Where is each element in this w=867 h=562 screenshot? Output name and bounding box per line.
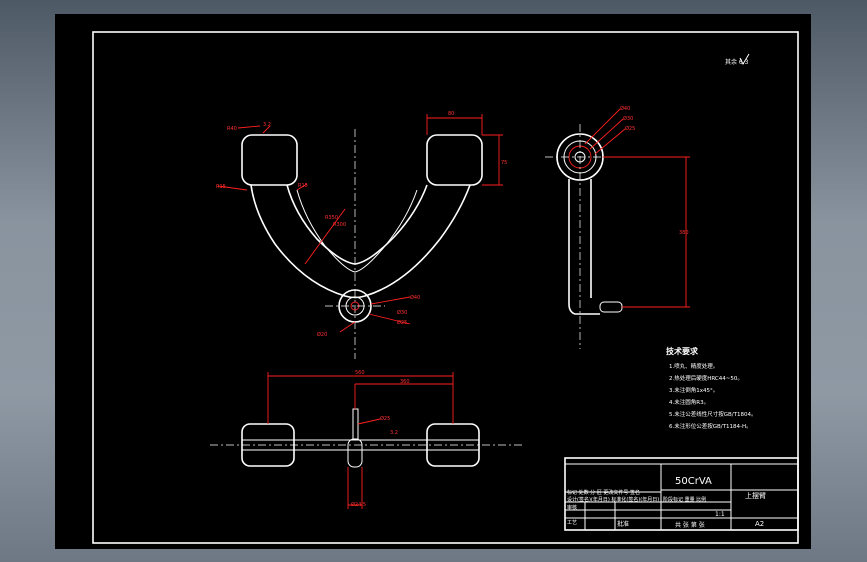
boss-leaders xyxy=(339,296,411,333)
material-label: 50CrVA xyxy=(675,476,712,487)
pin-leader xyxy=(357,418,381,425)
side-boss2-label: Ø30 xyxy=(623,115,633,122)
tb-row4: 工艺 xyxy=(567,520,577,526)
top-pin xyxy=(352,408,359,440)
tb-scale: 1:1 xyxy=(715,511,725,518)
fillet-leader xyxy=(217,183,308,191)
side-height-label: 380 xyxy=(679,230,689,236)
tb-stage: 阶段标记 重量 比例 xyxy=(663,496,706,503)
arm-inner xyxy=(286,184,428,265)
right-pad xyxy=(426,134,483,186)
side-view: Ø40 Ø30 Ø25 380 xyxy=(545,105,690,349)
tech-item-2: 2.热处理后硬度HRC44~50。 xyxy=(669,374,743,382)
inner-width-label: 360 xyxy=(400,379,410,385)
shaft-dia-label: Ø20 xyxy=(317,331,327,338)
inner-border xyxy=(92,31,799,544)
pad-radius-leader xyxy=(237,125,271,134)
tech-item-1: 1.喷丸、精度处理。 xyxy=(669,362,718,370)
pad-r-label: R40 xyxy=(227,126,237,132)
fillet-left-label: R15 xyxy=(216,184,226,190)
side-arm xyxy=(568,179,600,315)
drawing-canvas: 其余 6.3 80 75 R350 R300 R40 3.2 R15 R15 Ø… xyxy=(92,31,799,544)
tech-item-5: 5.未注公差线性尺寸按GB/T1804。 xyxy=(669,410,757,418)
fillet-right-label: R15 xyxy=(298,183,308,189)
top-view: 560 360 Ø24.5 Ø25 3.2 xyxy=(210,370,525,509)
arm-inner-edge xyxy=(296,189,418,273)
title-block-frame xyxy=(564,457,799,531)
tech-item-3: 3.未注倒角1x45°。 xyxy=(669,386,718,394)
pin-label: Ø25 xyxy=(380,415,390,422)
arm-r1-label: R350 xyxy=(325,215,338,221)
overall-width-dim xyxy=(267,372,454,424)
overall-width-label: 560 xyxy=(355,370,365,376)
tb-sheet-count: 共 张 第 张 xyxy=(675,521,705,529)
bottom-dia-dim xyxy=(347,467,363,509)
pad-width-dim xyxy=(426,114,483,135)
roughness-note: 其余 6.3 xyxy=(725,58,749,66)
boss1-label: Ø40 xyxy=(410,294,420,301)
sheet-size-label: A2 xyxy=(755,520,764,528)
tb-row2: 设计(签名)(年月日) 标准化(签名)(年月日) xyxy=(567,496,659,503)
top-shaft xyxy=(347,438,363,468)
side-pin xyxy=(599,301,623,313)
tb-row1: 标记 处数 分 区 更改文件号 签名 xyxy=(567,489,640,496)
arm-r2-label: R300 xyxy=(333,222,346,228)
side-boss1-label: Ø40 xyxy=(620,105,630,112)
side-boss-leaders xyxy=(584,108,626,155)
side-boss3-label: Ø25 xyxy=(625,125,635,132)
drawing-sheet: 其余 6.3 80 75 R350 R300 R40 3.2 R15 R15 Ø… xyxy=(55,14,811,549)
tech-heading: 技术要求 xyxy=(666,346,699,356)
boss2-label: Ø30 xyxy=(397,309,407,316)
tb-row3: 审核 xyxy=(567,504,577,511)
tb-approve: 批准 xyxy=(617,520,629,528)
arm-radius-leader xyxy=(304,208,346,265)
tech-requirements: 技术要求 1.喷丸、精度处理。 2.热处理后硬度HRC44~50。 3.未注倒角… xyxy=(666,346,757,430)
inner-width-dim xyxy=(354,383,453,409)
boss3-label: Ø25 xyxy=(397,319,407,326)
tech-item-4: 4.未注圆角R3。 xyxy=(669,398,709,406)
tech-item-6: 6.未注形位公差按GB/T1184-H。 xyxy=(669,422,752,430)
left-pad xyxy=(241,134,298,186)
pad-height-dim xyxy=(482,134,503,186)
pad-roughness: 3.2 xyxy=(263,122,271,128)
arm-outer xyxy=(250,184,471,299)
side-height-dim xyxy=(603,156,690,308)
pad-width-label: 80 xyxy=(448,111,454,117)
title-block: 50CrVA 上摆臂 A2 标记 处数 分 区 更改文件号 签名 设计(签名)(… xyxy=(564,457,799,531)
part-name-label: 上摆臂 xyxy=(745,491,766,500)
top-roughness: 3.2 xyxy=(390,430,398,436)
front-view: 80 75 R350 R300 R40 3.2 R15 R15 Ø40 Ø30 … xyxy=(216,111,507,359)
pad-height-label: 75 xyxy=(501,160,507,166)
roughness-symbol-icon xyxy=(739,53,750,66)
top-bar xyxy=(242,439,479,451)
bottom-dia-label: Ø24.5 xyxy=(351,501,366,508)
